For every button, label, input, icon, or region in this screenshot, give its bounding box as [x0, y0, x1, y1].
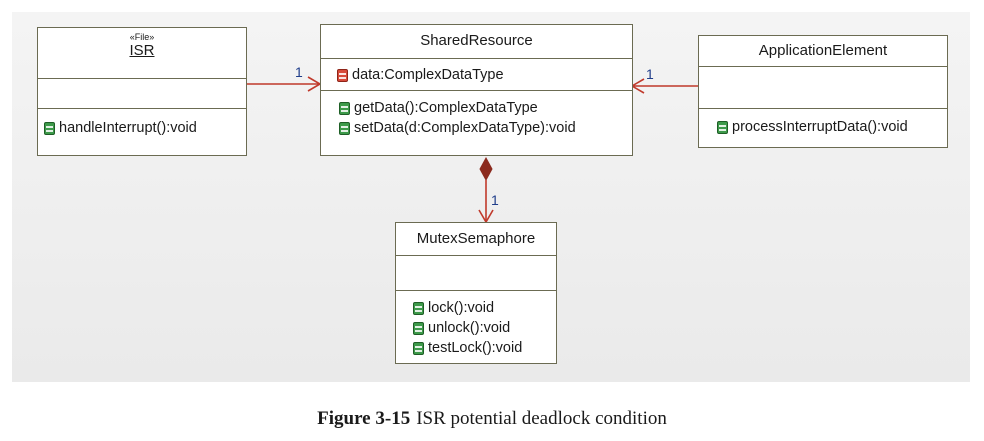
attribute-icon [337, 68, 348, 82]
operation-row[interactable]: unlock():void [396, 318, 556, 338]
class-isr-name: ISR [129, 42, 155, 59]
class-mutex-semaphore[interactable]: MutexSemaphore lock():void unlock():void… [395, 222, 557, 364]
class-application-element-header: ApplicationElement [699, 36, 947, 67]
operation-icon [413, 301, 424, 315]
class-shared-resource-operations: getData():ComplexDataType setData(d:Comp… [321, 91, 632, 138]
class-isr-header: «File» ISR [38, 28, 246, 79]
operation-label: testLock():void [428, 340, 523, 356]
class-application-element-operations: processInterruptData():void [699, 109, 947, 137]
class-isr-attributes [38, 79, 246, 109]
attribute-label: data:ComplexDataType [352, 67, 504, 83]
operation-label: unlock():void [428, 320, 511, 336]
class-shared-resource-attributes: data:ComplexDataType [321, 59, 632, 91]
class-mutex-semaphore-header: MutexSemaphore [396, 223, 556, 256]
class-shared-resource[interactable]: SharedResource data:ComplexDataType getD… [320, 24, 633, 156]
operation-row[interactable]: testLock():void [396, 338, 556, 358]
class-mutex-semaphore-attributes [396, 256, 556, 291]
operation-row[interactable]: handleInterrupt():void [38, 118, 246, 138]
operation-icon [44, 121, 55, 135]
figure-caption-text: ISR potential deadlock condition [416, 408, 667, 429]
class-shared-resource-name: SharedResource [420, 32, 533, 49]
class-isr-stereotype: «File» [129, 32, 155, 42]
multiplicity-isr-shared: 1 [295, 64, 303, 80]
multiplicity-shared-mutex: 1 [491, 192, 499, 208]
operation-row[interactable]: getData():ComplexDataType [321, 98, 632, 118]
class-mutex-semaphore-name: MutexSemaphore [416, 230, 536, 247]
operation-row[interactable]: processInterruptData():void [699, 117, 947, 137]
class-shared-resource-header: SharedResource [321, 25, 632, 59]
operation-label: getData():ComplexDataType [354, 100, 538, 116]
operation-icon [413, 321, 424, 335]
operation-label: setData(d:ComplexDataType):void [354, 120, 576, 136]
figure-label: Figure 3-15 [317, 408, 411, 429]
composition-diamond [479, 156, 493, 182]
operation-icon [339, 101, 350, 115]
operation-icon [717, 120, 728, 134]
class-isr-operations: handleInterrupt():void [38, 109, 246, 138]
operation-icon [339, 121, 350, 135]
class-application-element-name: ApplicationElement [758, 42, 888, 59]
operation-row[interactable]: setData(d:ComplexDataType):void [321, 118, 632, 138]
class-application-element-attributes [699, 67, 947, 109]
operation-label: lock():void [428, 300, 495, 316]
operation-label: processInterruptData():void [732, 119, 908, 135]
class-application-element[interactable]: ApplicationElement processInterruptData(… [698, 35, 948, 148]
operation-label: handleInterrupt():void [59, 120, 197, 136]
multiplicity-app-shared: 1 [646, 66, 654, 82]
class-mutex-semaphore-operations: lock():void unlock():void testLock():voi… [396, 291, 556, 358]
operation-row[interactable]: lock():void [396, 298, 556, 318]
class-isr[interactable]: «File» ISR handleInterrupt():void [37, 27, 247, 156]
operation-icon [413, 341, 424, 355]
attribute-row[interactable]: data:ComplexDataType [321, 65, 632, 85]
